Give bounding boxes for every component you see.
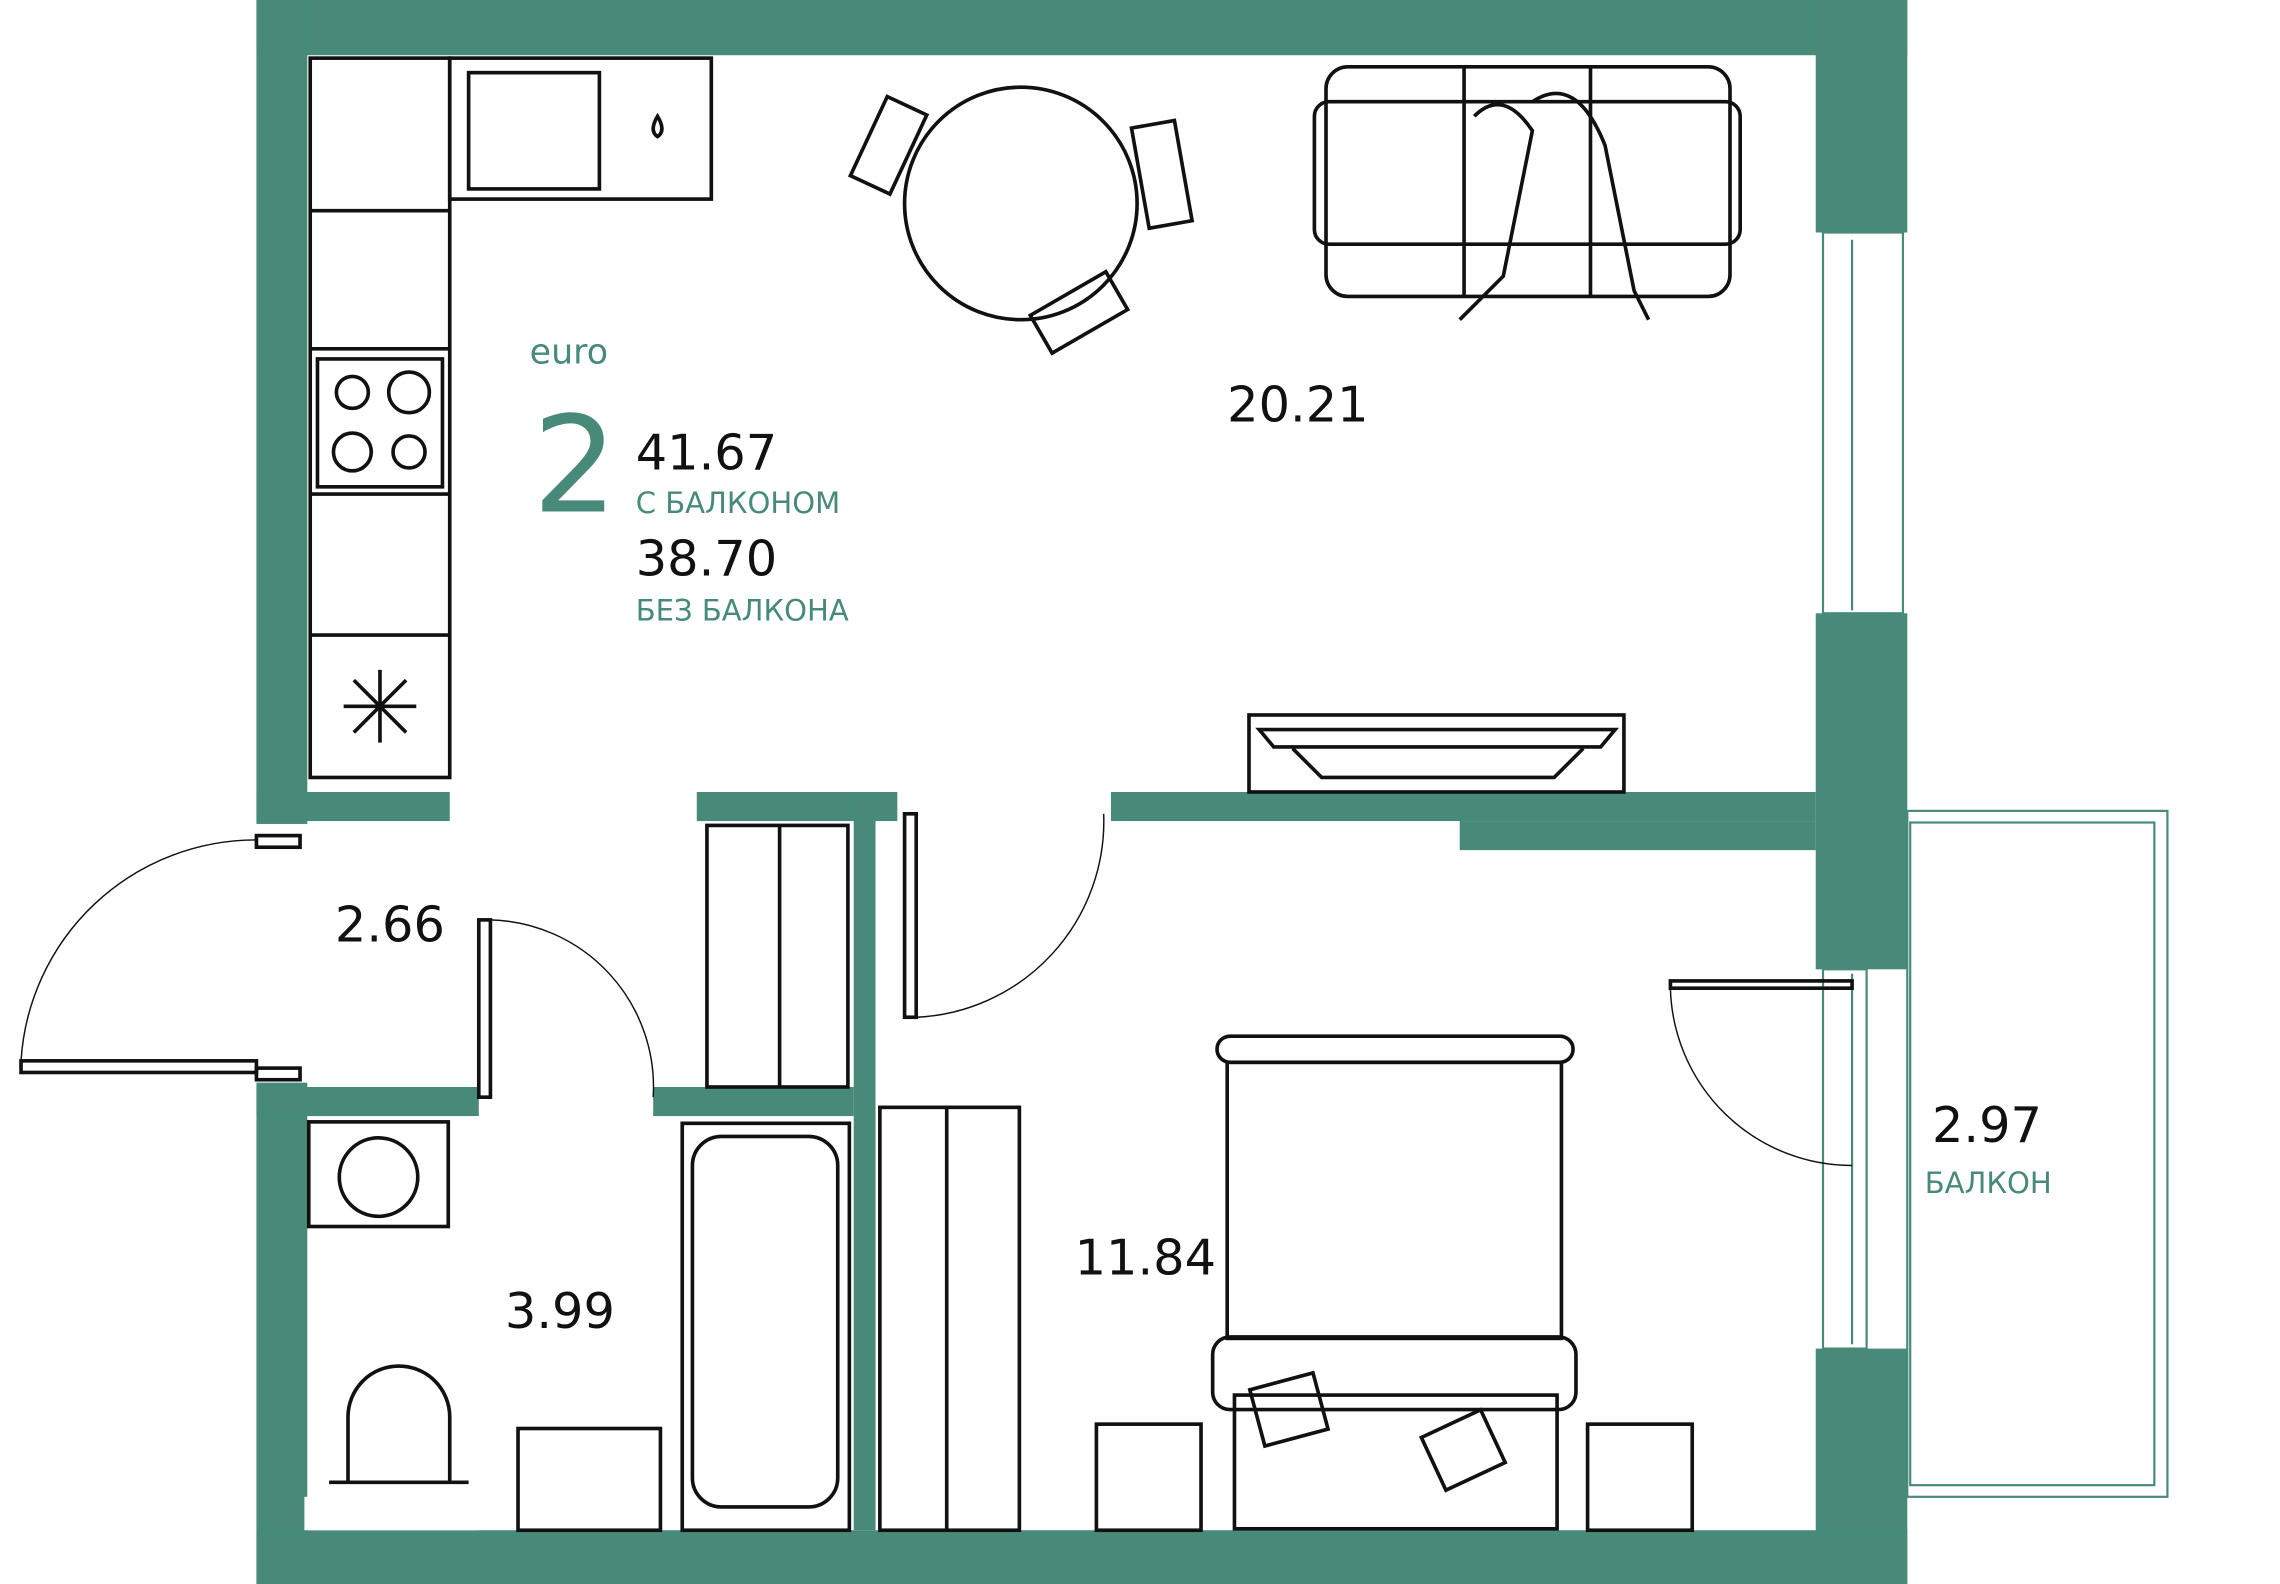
- without-balcony-label: БЕЗ БАЛКОНА: [636, 594, 849, 628]
- sofa: [1312, 65, 1742, 321]
- with-balcony-label: С БАЛКОНОМ: [636, 486, 840, 520]
- nightstand-right: [1585, 1422, 1695, 1533]
- balcony-label: БАЛКОН: [1925, 1166, 2052, 1200]
- kitchen-unit: [308, 56, 714, 780]
- balcony-outline: [1906, 809, 2169, 1498]
- total-area-without-balcony: 38.70: [636, 529, 777, 587]
- stove-icon: [315, 357, 445, 489]
- bathtub-icon: [680, 1121, 852, 1533]
- room-area-bedroom: 11.84: [1075, 1228, 1216, 1286]
- doors: [19, 811, 1854, 1167]
- dining-table: [848, 85, 1195, 356]
- nightstand-left: [1094, 1422, 1203, 1533]
- water-drop-icon: [651, 112, 664, 139]
- wardrobe: [705, 823, 1022, 1533]
- room-area-bathroom: 3.99: [505, 1282, 615, 1340]
- bed: [1094, 1034, 1695, 1533]
- windows: [1821, 231, 1905, 1350]
- room-area-balcony: 2.97: [1932, 1096, 2042, 1154]
- washing-machine-icon: [306, 1120, 451, 1229]
- walls: [256, 0, 1908, 1584]
- toilet-icon: [346, 1364, 452, 1483]
- snowflake-icon: [343, 669, 417, 743]
- room-area-living: 20.21: [1227, 375, 1368, 433]
- room-area-hallway: 2.66: [335, 896, 445, 954]
- tv-stand: [1247, 713, 1626, 794]
- total-area-with-balcony: 41.67: [636, 423, 777, 481]
- rooms-count: 2: [533, 388, 618, 544]
- bathroom-fixtures: [306, 1120, 852, 1533]
- plan-type-label: euro: [530, 332, 608, 372]
- sink-icon: [516, 1426, 663, 1533]
